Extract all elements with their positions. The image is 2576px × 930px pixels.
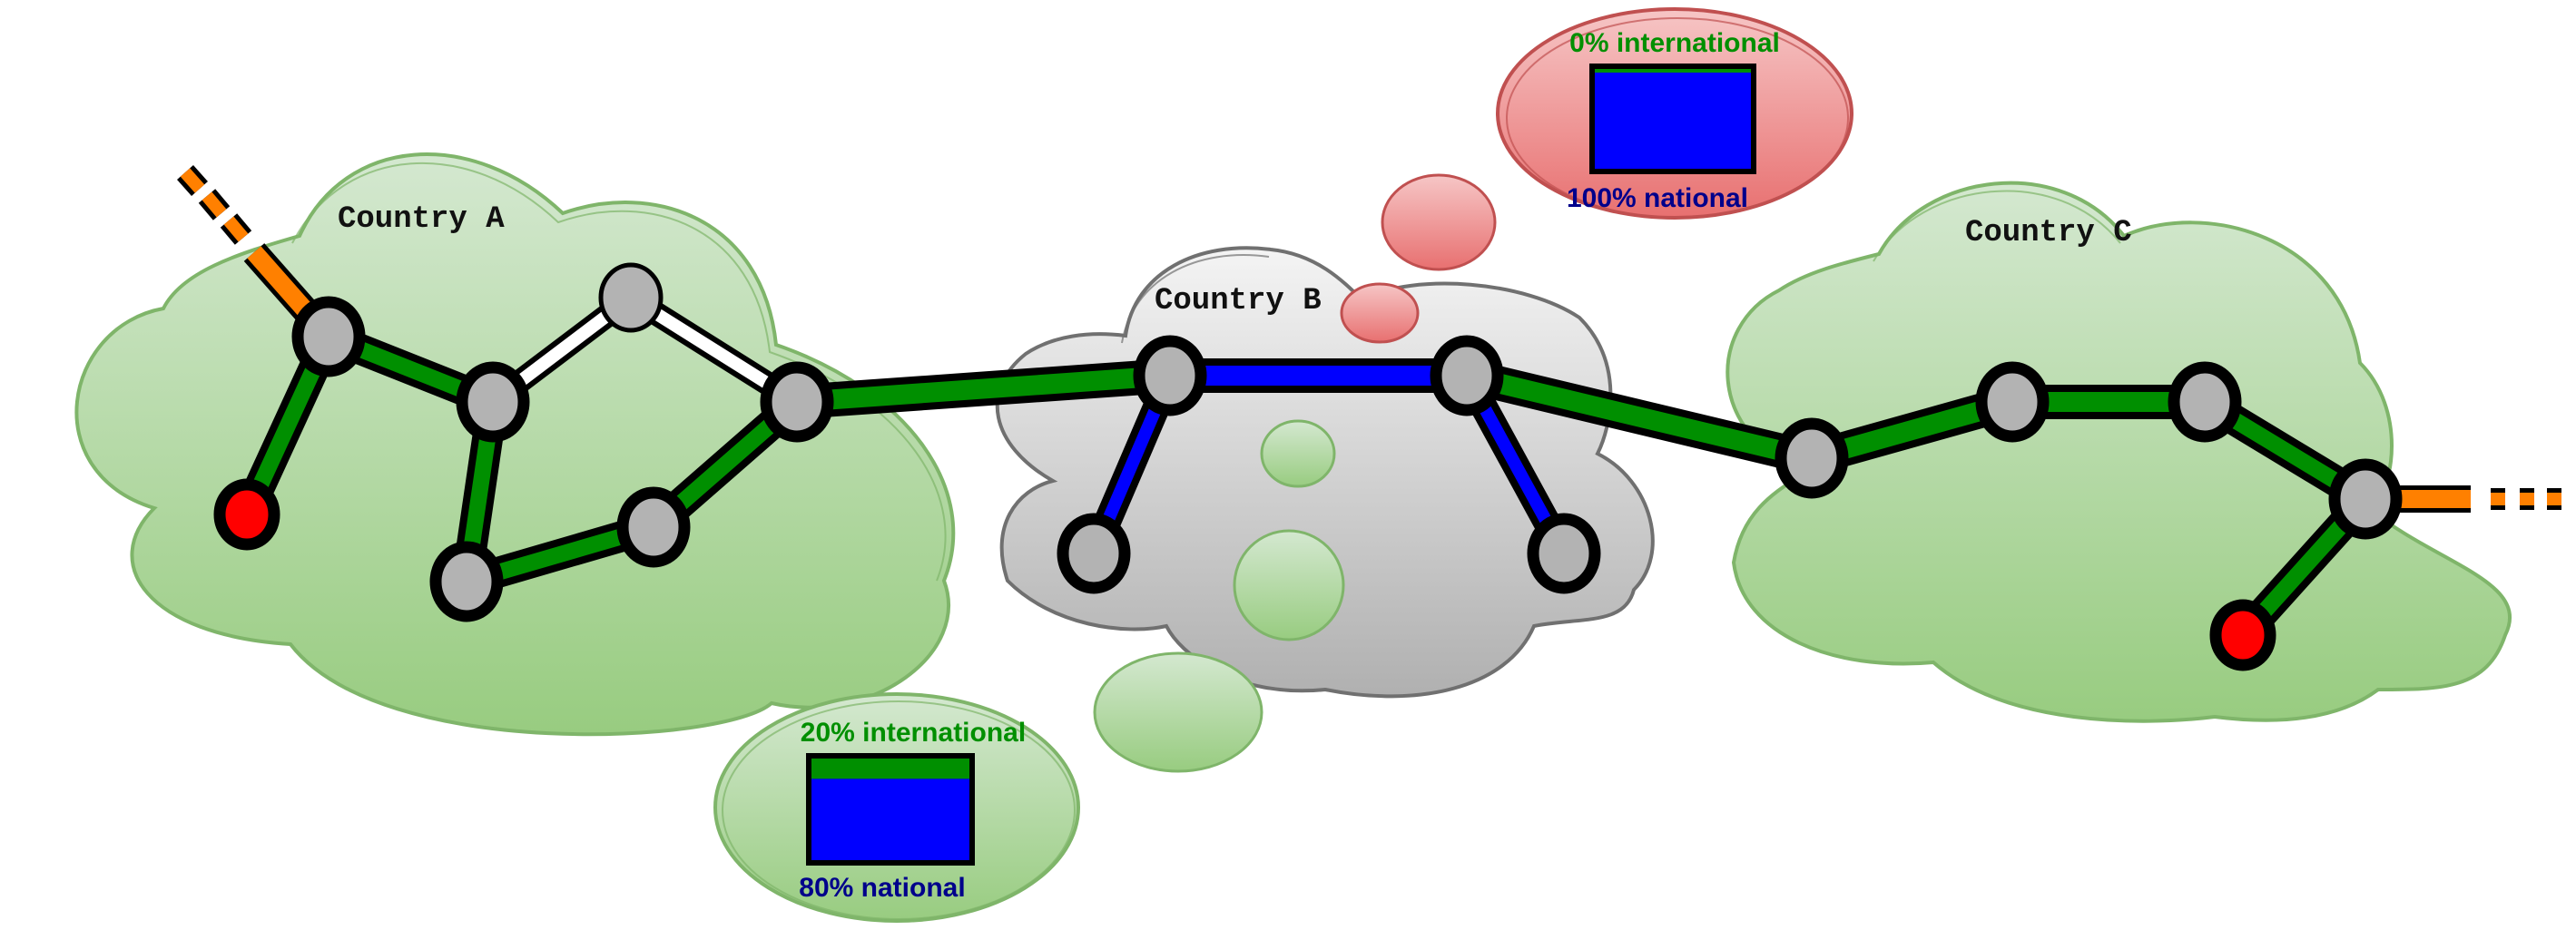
router-node-b1[interactable] <box>1133 335 1207 416</box>
router-node-b3[interactable] <box>1057 513 1131 594</box>
router-node-a5[interactable] <box>760 361 834 443</box>
national-share-bar <box>811 778 969 860</box>
router-node-c4[interactable] <box>2328 458 2403 540</box>
router-node-a4[interactable] <box>598 262 664 333</box>
router-node-b4[interactable] <box>1527 513 1601 594</box>
router-node-a1[interactable] <box>291 296 366 377</box>
national-share-label: 80% national <box>799 873 965 903</box>
endpoint-node-c5[interactable] <box>2209 599 2276 671</box>
country-a-cloud <box>74 152 956 737</box>
router-node-c1[interactable] <box>1775 417 1849 499</box>
endpoint-node-a2[interactable] <box>213 478 280 551</box>
international-share-bar <box>1595 69 1751 73</box>
country-b-label: Country B <box>1155 284 1322 318</box>
national-share-label: 100% national <box>1567 183 1748 213</box>
router-node-b2[interactable] <box>1430 335 1504 416</box>
international-share-bar <box>811 759 969 779</box>
link-a5-b1-international <box>795 358 1172 419</box>
international-share-label: 20% international <box>801 718 1026 748</box>
nodes-layer <box>213 262 2403 671</box>
router-node-c3[interactable] <box>2168 361 2242 443</box>
link-b2-c1-international <box>1462 358 1816 475</box>
router-node-a3[interactable] <box>456 361 530 443</box>
country-c-label: Country C <box>1965 216 2132 250</box>
international-share-label: 0% international <box>1569 28 1780 58</box>
router-node-a6[interactable] <box>616 486 691 568</box>
router-node-a7[interactable] <box>429 541 504 622</box>
traffic-share-box-a: 20% international 80% national <box>799 718 1026 903</box>
traffic-share-box-b: 0% international 100% national <box>1567 28 1780 213</box>
router-node-c2[interactable] <box>1975 361 2050 443</box>
country-a-label: Country A <box>338 202 505 237</box>
national-share-bar <box>1595 73 1751 169</box>
